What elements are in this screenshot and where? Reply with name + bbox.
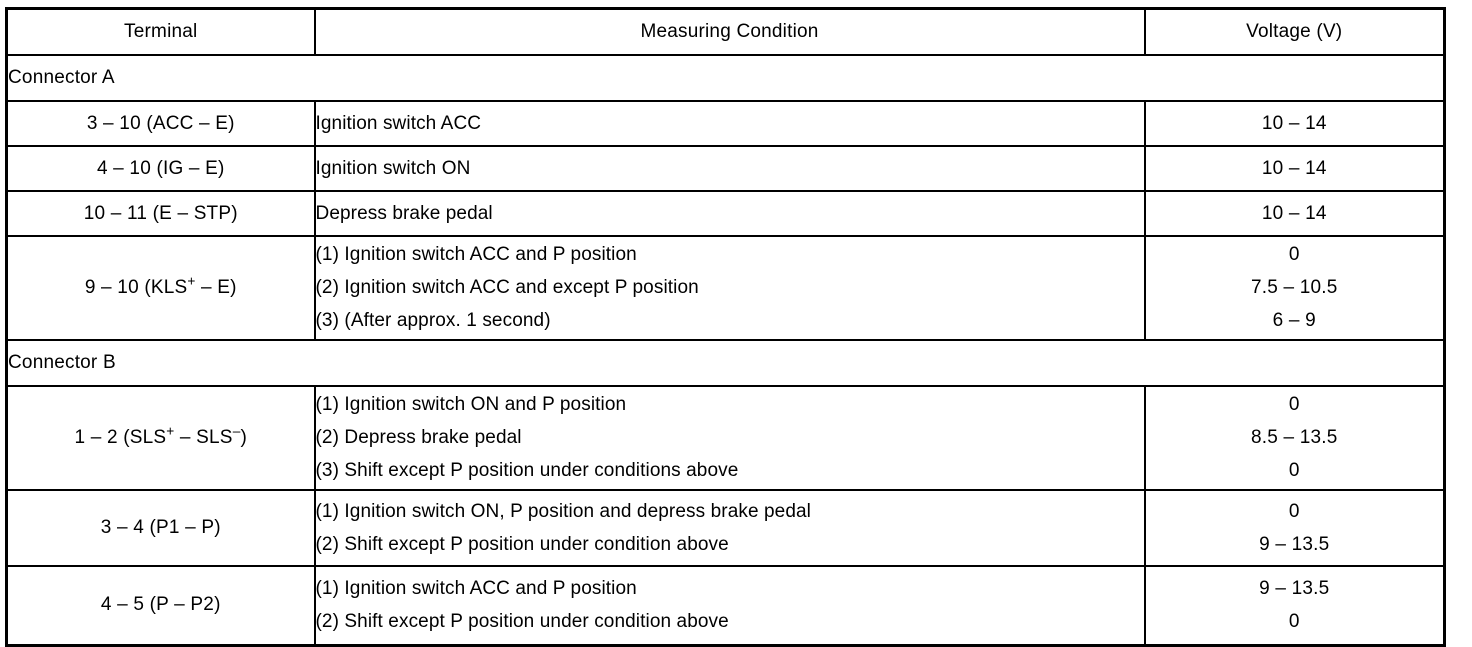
condition-cell: Ignition switch ON bbox=[313, 145, 1146, 192]
table-row: 9 – 10 (KLS+ – E) (1) Ignition switch AC… bbox=[5, 235, 1446, 341]
condition-line: (1) Ignition switch ACC and P position bbox=[315, 244, 637, 266]
condition-line-list: (1) Ignition switch ACC and P position (… bbox=[316, 577, 1144, 634]
condition-line: Ignition switch ON bbox=[315, 157, 471, 179]
voltage-line: 10 – 14 bbox=[1261, 157, 1327, 179]
terminal-text-pre: 9 – 10 (KLS bbox=[84, 277, 188, 299]
voltage-cell: 10 – 14 bbox=[1143, 100, 1446, 147]
condition-line: (1) Ignition switch ACC and P position bbox=[315, 578, 637, 599]
condition-line: Depress brake pedal bbox=[315, 202, 493, 224]
voltage-cell: 10 – 14 bbox=[1143, 145, 1446, 192]
table-row: 4 – 5 (P – P2) (1) Ignition switch ACC a… bbox=[5, 565, 1446, 646]
terminal-cell: 3 – 10 (ACC – E) bbox=[5, 100, 316, 147]
condition-line: (1) Ignition switch ON and P position bbox=[315, 394, 627, 416]
condition-line: (3) (After approx. 1 second) bbox=[315, 309, 551, 331]
voltage-spec-table-wrapper: Terminal Measuring Condition Voltage (V)… bbox=[5, 7, 1446, 647]
terminal-cell: 4 – 10 (IG – E) bbox=[5, 145, 316, 192]
voltage-line: 7.5 – 10.5 bbox=[1250, 277, 1338, 299]
terminal-cell: 4 – 5 (P – P2) bbox=[5, 565, 316, 646]
condition-line-list: Ignition switch ACC bbox=[316, 112, 1144, 136]
voltage-line-list: 0 8.5 – 13.5 0 bbox=[1146, 393, 1444, 482]
voltage-line-list: 10 – 14 bbox=[1146, 112, 1444, 136]
voltage-line: 8.5 – 13.5 bbox=[1250, 427, 1338, 449]
voltage-spec-table: Terminal Measuring Condition Voltage (V)… bbox=[5, 7, 1446, 647]
terminal-superscript-plus: + bbox=[166, 423, 175, 439]
group-label-connector-b: Connector B bbox=[5, 339, 1446, 387]
voltage-line: 0 bbox=[1288, 500, 1300, 522]
table-row: 3 – 10 (ACC – E) Ignition switch ACC 10 … bbox=[5, 100, 1446, 147]
column-header-measuring-condition: Measuring Condition bbox=[313, 7, 1146, 56]
terminal-cell: 3 – 4 (P1 – P) bbox=[5, 489, 316, 567]
terminal-text-post: ) bbox=[240, 427, 248, 449]
voltage-line: 6 – 9 bbox=[1272, 309, 1316, 331]
condition-line-list: Ignition switch ON bbox=[316, 157, 1144, 181]
voltage-line-list: 0 9 – 13.5 bbox=[1146, 500, 1444, 557]
condition-line-list: (1) Ignition switch ACC and P position (… bbox=[316, 243, 1144, 332]
column-header-voltage: Voltage (V) bbox=[1143, 7, 1446, 56]
terminal-superscript-minus: – bbox=[232, 423, 241, 439]
condition-cell: Ignition switch ACC bbox=[313, 100, 1146, 147]
terminal-cell: 1 – 2 (SLS+ – SLS–) bbox=[5, 385, 316, 491]
condition-line: Ignition switch ACC bbox=[315, 112, 482, 134]
condition-line: (2) Shift except P position under condit… bbox=[315, 610, 729, 632]
terminal-text-mid: – SLS bbox=[174, 427, 233, 449]
voltage-line: 0 bbox=[1288, 244, 1300, 266]
column-header-terminal: Terminal bbox=[5, 7, 316, 56]
table-header: Terminal Measuring Condition Voltage (V) bbox=[5, 7, 1446, 56]
terminal-text-pre: 1 – 2 (SLS bbox=[74, 427, 167, 449]
group-header-row: Connector A bbox=[5, 54, 1446, 102]
voltage-line-list: 0 7.5 – 10.5 6 – 9 bbox=[1146, 243, 1444, 332]
table-row: 4 – 10 (IG – E) Ignition switch ON 10 – … bbox=[5, 145, 1446, 192]
terminal-cell: 10 – 11 (E – STP) bbox=[5, 190, 316, 237]
voltage-cell: 10 – 14 bbox=[1143, 190, 1446, 237]
condition-line-list: (1) Ignition switch ON, P position and d… bbox=[316, 500, 1144, 557]
voltage-line: 9 – 13.5 bbox=[1259, 578, 1330, 599]
voltage-line-list: 9 – 13.5 0 bbox=[1146, 577, 1444, 634]
table-body: Connector A 3 – 10 (ACC – E) Ignition sw… bbox=[5, 54, 1446, 646]
header-row: Terminal Measuring Condition Voltage (V) bbox=[5, 7, 1446, 56]
condition-cell: (1) Ignition switch ON, P position and d… bbox=[313, 489, 1146, 567]
voltage-line-list: 10 – 14 bbox=[1146, 202, 1444, 226]
terminal-cell: 9 – 10 (KLS+ – E) bbox=[5, 235, 316, 341]
terminal-text-post: – E) bbox=[195, 277, 237, 299]
condition-line: (1) Ignition switch ON, P position and d… bbox=[315, 500, 811, 522]
condition-line: (3) Shift except P position under condit… bbox=[315, 459, 739, 481]
table-row: 10 – 11 (E – STP) Depress brake pedal 10… bbox=[5, 190, 1446, 237]
condition-line: (2) Ignition switch ACC and except P pos… bbox=[315, 277, 699, 299]
voltage-line: 9 – 13.5 bbox=[1259, 533, 1330, 555]
voltage-line: 0 bbox=[1288, 459, 1300, 481]
group-label-connector-a: Connector A bbox=[5, 54, 1446, 102]
voltage-line: 0 bbox=[1288, 610, 1300, 632]
voltage-line: 10 – 14 bbox=[1261, 202, 1327, 224]
voltage-cell: 9 – 13.5 0 bbox=[1143, 565, 1446, 646]
condition-line: (2) Depress brake pedal bbox=[315, 427, 522, 449]
table-row: 1 – 2 (SLS+ – SLS–) (1) Ignition switch … bbox=[5, 385, 1446, 491]
condition-line-list: Depress brake pedal bbox=[316, 202, 1144, 226]
condition-cell: Depress brake pedal bbox=[313, 190, 1146, 237]
terminal-superscript-plus: + bbox=[187, 273, 196, 289]
condition-cell: (1) Ignition switch ACC and P position (… bbox=[313, 565, 1146, 646]
group-header-row: Connector B bbox=[5, 339, 1446, 387]
voltage-cell: 0 8.5 – 13.5 0 bbox=[1143, 385, 1446, 491]
voltage-line-list: 10 – 14 bbox=[1146, 157, 1444, 181]
condition-line-list: (1) Ignition switch ON and P position (2… bbox=[316, 393, 1144, 482]
condition-cell: (1) Ignition switch ACC and P position (… bbox=[313, 235, 1146, 341]
voltage-line: 10 – 14 bbox=[1261, 112, 1327, 134]
table-row: 3 – 4 (P1 – P) (1) Ignition switch ON, P… bbox=[5, 489, 1446, 567]
condition-line: (2) Shift except P position under condit… bbox=[315, 533, 729, 555]
voltage-cell: 0 9 – 13.5 bbox=[1143, 489, 1446, 567]
voltage-cell: 0 7.5 – 10.5 6 – 9 bbox=[1143, 235, 1446, 341]
voltage-line: 0 bbox=[1288, 394, 1300, 416]
condition-cell: (1) Ignition switch ON and P position (2… bbox=[313, 385, 1146, 491]
